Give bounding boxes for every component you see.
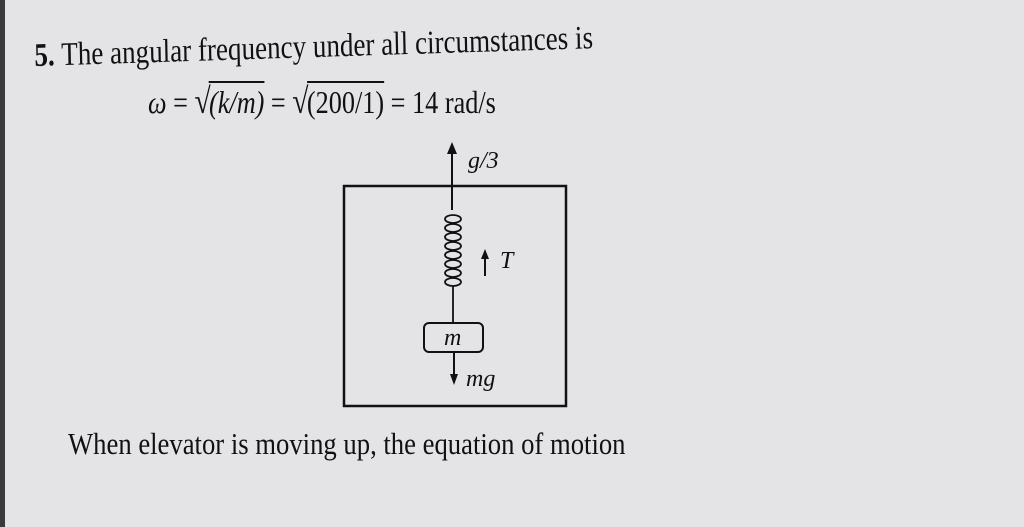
tension-label: T [500,248,515,274]
mass-label: m [444,325,461,351]
omega-symbol: ω [148,84,167,120]
weight-label: mg [466,366,495,392]
equals: = [166,84,195,120]
sqrt-200-over-1: (200/1) [306,81,385,121]
continuation-text: When elevator is moving up, the equation… [68,426,626,461]
weight-arrow [450,352,458,385]
radical-sign: √ [194,81,211,121]
elevator-box [342,184,568,408]
angular-frequency-formula: ω = √(k/m) = √(200/1) = 14 rad/s [148,80,496,122]
acceleration-label: g/3 [468,148,499,174]
equals: = [264,84,293,120]
formula-result: = 14 rad/s [384,84,496,120]
radical-sign: √ [292,81,309,121]
acceleration-arrow [447,142,457,210]
tension-arrow [481,249,489,276]
spring-icon [444,214,462,323]
page-edge-shadow [0,0,5,527]
sqrt-k-over-m: (k/m) [209,81,265,121]
